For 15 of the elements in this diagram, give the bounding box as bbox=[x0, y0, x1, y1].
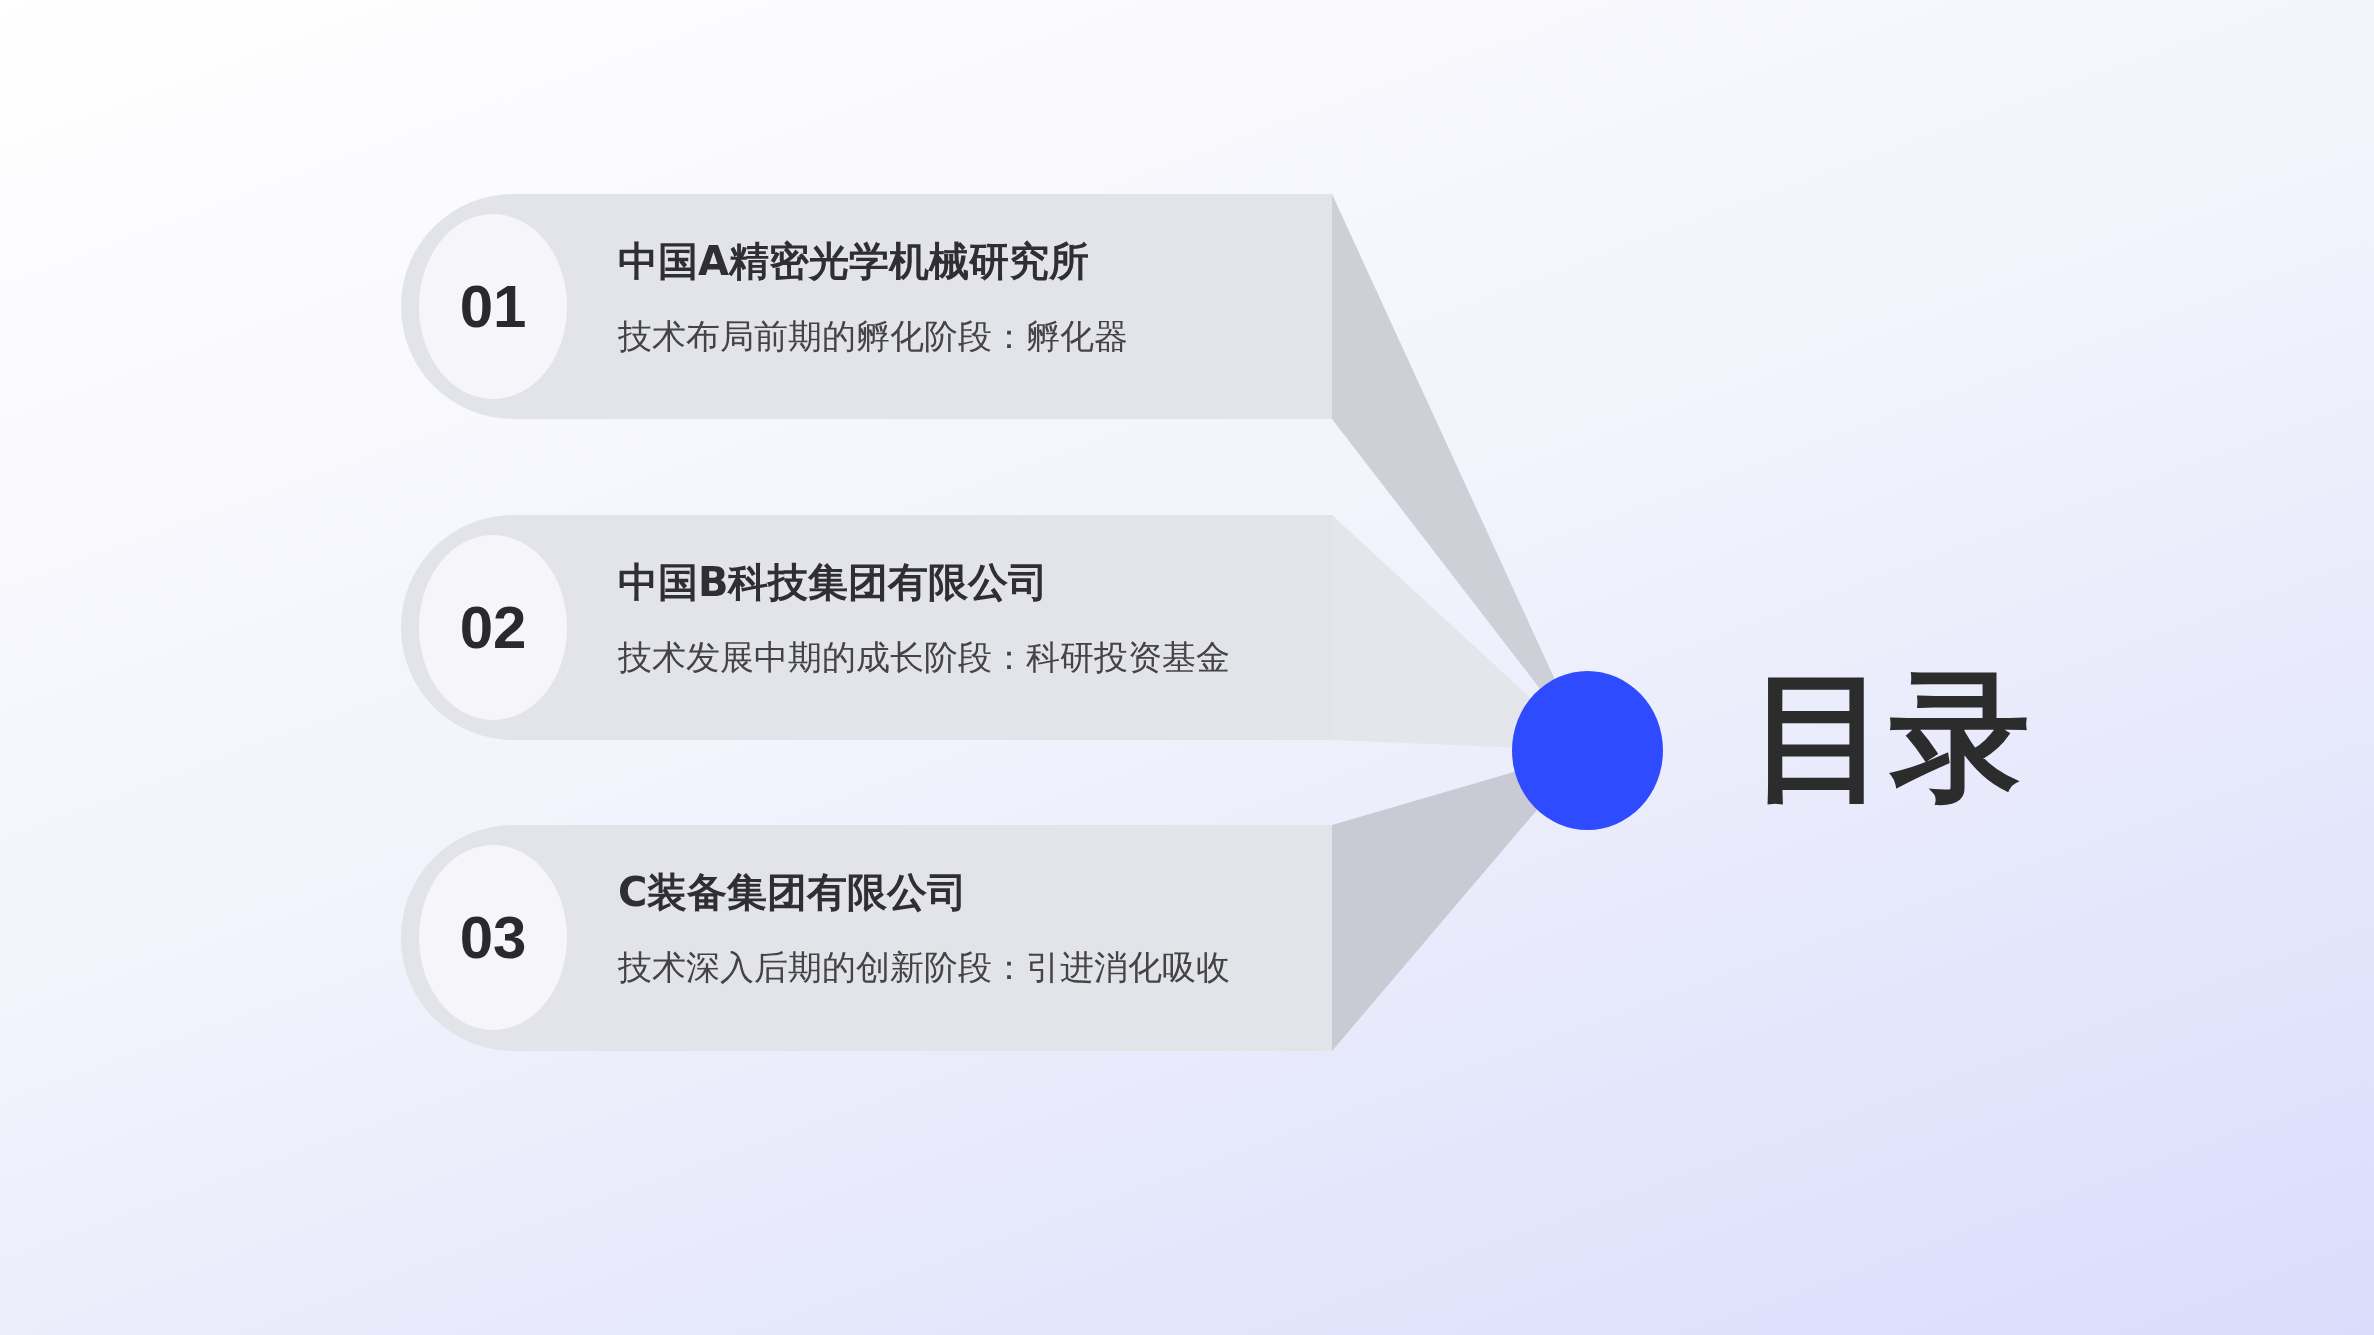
section-bar bbox=[401, 194, 1332, 419]
number-text: 02 bbox=[459, 593, 527, 662]
funnel-connector bbox=[1332, 515, 1531, 748]
section-bar bbox=[401, 825, 1332, 1051]
section-description: 技术布局前期的孵化阶段：孵化器 bbox=[618, 315, 1128, 358]
funnel-connector bbox=[1332, 194, 1555, 689]
funnel-connector bbox=[1332, 771, 1538, 1051]
number-text: 03 bbox=[459, 903, 527, 972]
page-title: 目录 bbox=[1750, 660, 2030, 814]
section-description: 技术发展中期的成长阶段：科研投资基金 bbox=[618, 636, 1230, 679]
section-description: 技术深入后期的创新阶段：引进消化吸收 bbox=[618, 946, 1230, 989]
section-heading: C装备集团有限公司 bbox=[618, 868, 968, 917]
section-heading: 中国B科技集团有限公司 bbox=[618, 558, 1049, 607]
section-heading: 中国A精密光学机械研究所 bbox=[618, 237, 1089, 286]
number-text: 01 bbox=[459, 272, 527, 341]
